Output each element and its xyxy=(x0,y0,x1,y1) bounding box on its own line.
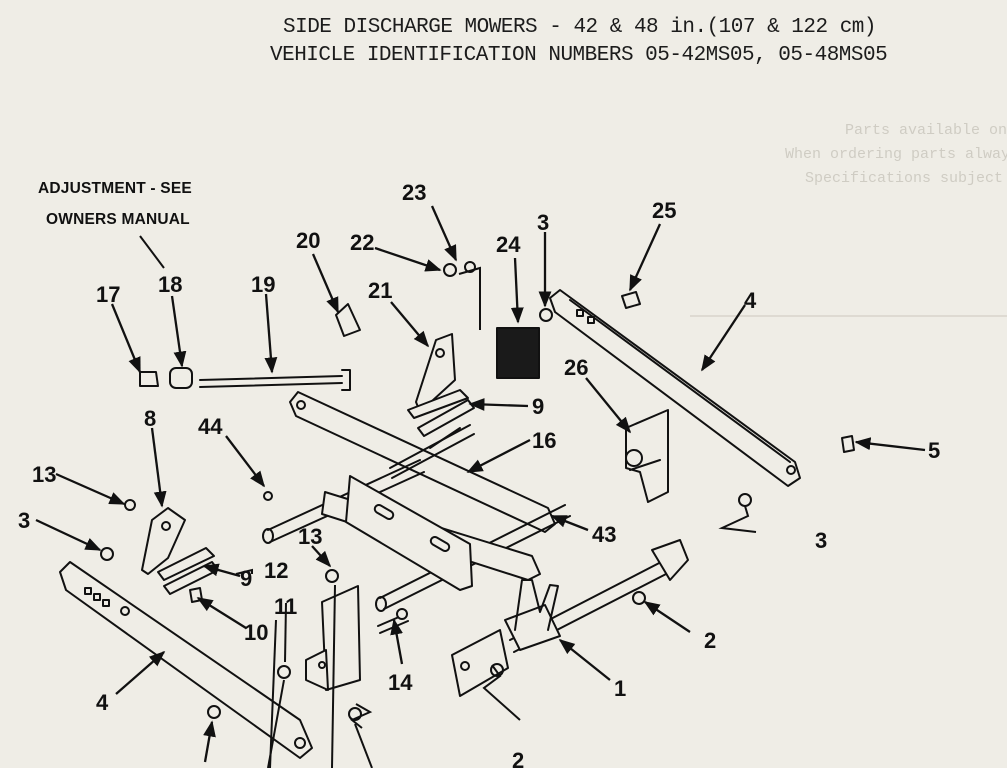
callout-13-left: 13 xyxy=(32,462,56,487)
callout-10: 10 xyxy=(244,620,268,645)
callout-20: 20 xyxy=(296,228,320,253)
main-lift-shaft xyxy=(451,539,689,697)
page-subtitle: VEHICLE IDENTIFICATION NUMBERS 05-42MS05… xyxy=(270,44,888,67)
show-through-text-3: Specifications subject to change without… xyxy=(805,170,1004,187)
callout-11: 11 xyxy=(274,594,297,619)
bracket-8 xyxy=(141,507,219,595)
callout-24: 24 xyxy=(496,232,521,257)
adjusting-rod-19 xyxy=(139,367,351,391)
callout-18: 18 xyxy=(158,272,182,297)
callout-4-top: 4 xyxy=(744,288,757,313)
rubber-pad-24 xyxy=(496,327,540,379)
callout-44: 44 xyxy=(198,414,223,439)
callout-2-bottom: 2 xyxy=(512,748,524,768)
callout-3-left: 3 xyxy=(18,508,30,533)
callout-19: 19 xyxy=(251,272,275,297)
callout-25: 25 xyxy=(652,198,676,223)
callout-43: 43 xyxy=(592,522,616,547)
show-through-text-1: Parts available only through authorized … xyxy=(845,122,1007,139)
leader-lines xyxy=(139,235,757,768)
callout-1: 1 xyxy=(614,676,626,701)
callout-21: 21 xyxy=(368,278,392,303)
callout-22: 22 xyxy=(350,230,374,255)
callout-17: 17 xyxy=(96,282,120,307)
callout-2-right: 2 xyxy=(704,628,716,653)
left-lift-bar xyxy=(59,561,313,759)
callout-labels: 23 24 3 25 22 20 21 4 17 18 19 26 9 8 44… xyxy=(18,180,940,768)
callout-23: 23 xyxy=(402,180,426,205)
callout-8: 8 xyxy=(144,406,156,431)
callout-13-center: 13 xyxy=(298,524,322,549)
callout-26: 26 xyxy=(564,355,588,380)
bracket-12 xyxy=(305,585,409,691)
callout-14: 14 xyxy=(388,670,413,695)
show-through-text-2: When ordering parts always list Part No.… xyxy=(785,146,1007,163)
leader-arrows xyxy=(35,205,926,763)
right-lift-bar xyxy=(549,289,801,487)
adjustment-note-line2: OWNERS MANUAL xyxy=(46,211,190,228)
callout-9-right: 9 xyxy=(532,394,544,419)
slotted-support-plate xyxy=(345,475,473,591)
callout-3-right: 3 xyxy=(815,528,827,553)
callout-4-bottom: 4 xyxy=(96,690,109,715)
callout-12: 12 xyxy=(264,558,288,583)
callout-5: 5 xyxy=(928,438,940,463)
bracket-21 xyxy=(407,333,475,437)
callout-16: 16 xyxy=(532,428,556,453)
adjustment-note-line1: ADJUSTMENT - SEE xyxy=(38,180,192,197)
bracket-26 xyxy=(625,409,669,503)
callout-9-left: 9 xyxy=(240,566,252,591)
callout-3-top: 3 xyxy=(537,210,549,235)
hairpin-cotter-20 xyxy=(335,303,361,337)
page-title: SIDE DISCHARGE MOWERS - 42 & 48 in.(107 … xyxy=(283,16,877,39)
